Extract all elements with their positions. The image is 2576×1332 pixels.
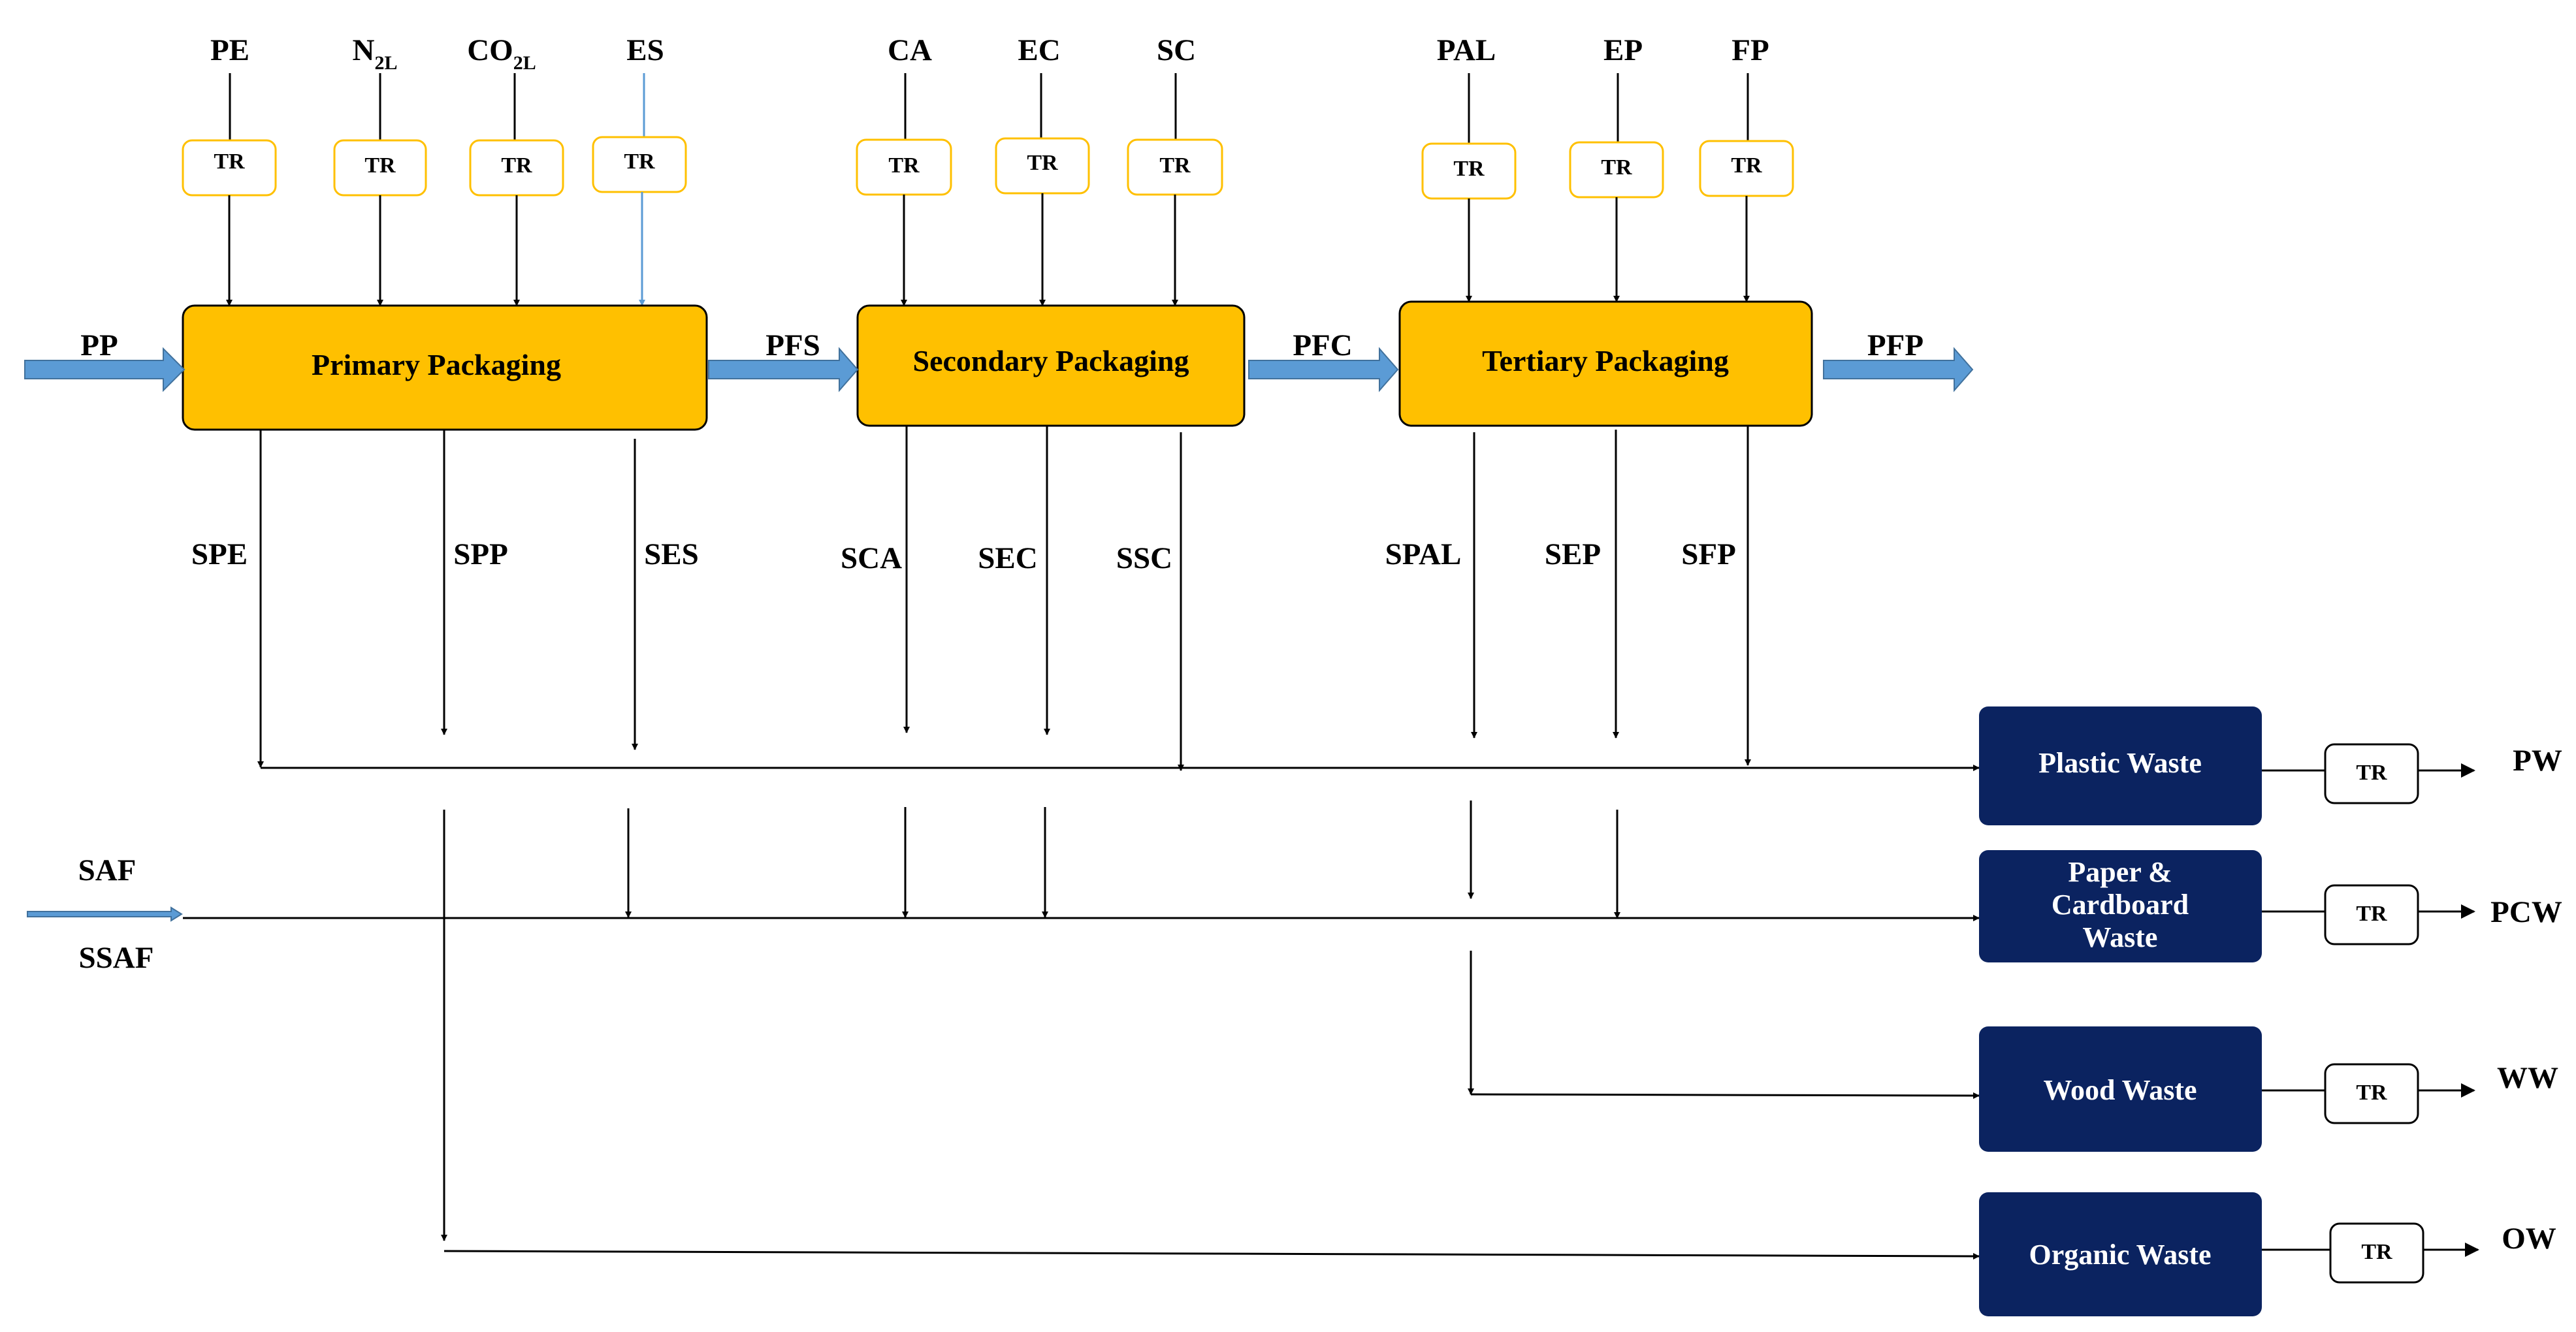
svg-text:Tertiary Packaging: Tertiary Packaging (1482, 344, 1729, 377)
flow-arrow-saf (27, 906, 183, 922)
svg-text:TR: TR (364, 153, 396, 178)
svg-text:TR: TR (214, 150, 245, 174)
svg-text:Paper &: Paper & (2068, 856, 2172, 888)
stream-label-sfp: SFP (1681, 537, 1736, 571)
tr-box-pe: TR (182, 139, 277, 197)
svg-text:Secondary Packaging: Secondary Packaging (913, 344, 1189, 377)
stream-label-sca: SCA (841, 541, 902, 575)
flow-label-pfc: PFC (1293, 328, 1352, 362)
svg-text:TR: TR (1731, 153, 1762, 178)
flow-label-pp: PP (80, 328, 118, 362)
svg-text:Cardboard: Cardboard (2052, 889, 2189, 921)
stream-label-sec: SEC (978, 541, 1037, 575)
tr-box-es: TR (592, 136, 687, 193)
input-label-co2l: CO2L (467, 33, 536, 74)
tr-box-ec: TR (995, 137, 1090, 195)
tr-box-ca: TR (856, 138, 952, 196)
output-label-ww: WW (2497, 1061, 2558, 1095)
stage-secondary-packaging: Secondary Packaging (856, 304, 1246, 427)
waste-box-organic: Organic Waste (1979, 1192, 2262, 1316)
flow-label-ssaf: SSAF (79, 941, 154, 975)
tr-box-co2l: TR (469, 139, 564, 197)
stream-label-ssc: SSC (1116, 541, 1172, 575)
flow-label-saf: SAF (78, 853, 137, 887)
tr-box-out-plastic: TR (2324, 743, 2419, 804)
svg-text:TR: TR (888, 153, 920, 178)
flow-arrow-pfs (708, 347, 859, 392)
tr-box-out-paper: TR (2324, 884, 2419, 945)
input-label-es: ES (626, 33, 664, 67)
svg-text:TR: TR (1027, 151, 1058, 175)
svg-text:Wood Waste: Wood Waste (2043, 1074, 2197, 1106)
input-label-ca: CA (888, 33, 932, 67)
stream-label-spal: SPAL (1385, 537, 1462, 571)
svg-text:TR: TR (2361, 1240, 2392, 1264)
svg-text:Plastic Waste: Plastic Waste (2038, 747, 2202, 779)
collector-organic (443, 1250, 1980, 1260)
tr-box-n2l: TR (333, 139, 427, 197)
svg-text:TR: TR (624, 150, 655, 174)
output-label-pw: PW (2513, 744, 2562, 778)
collector-wood (1470, 1092, 1980, 1099)
flow-label-pfs: PFS (765, 328, 820, 362)
tr-box-out-wood: TR (2324, 1063, 2419, 1124)
input-label-ec: EC (1018, 33, 1060, 67)
stream-label-spe: SPE (191, 537, 248, 571)
stage-tertiary-packaging: Tertiary Packaging (1398, 300, 1813, 427)
svg-text:Primary Packaging: Primary Packaging (312, 348, 561, 381)
input-label-ep: EP (1603, 33, 1643, 67)
tr-box-out-organic: TR (2329, 1222, 2424, 1284)
waste-box-paper-cardboard: Paper & Cardboard Waste (1979, 850, 2262, 962)
input-label-pal: PAL (1437, 33, 1496, 67)
flow-arrow-pfc (1248, 347, 1399, 392)
svg-text:TR: TR (1159, 153, 1191, 178)
svg-text:Organic Waste: Organic Waste (2029, 1239, 2211, 1271)
input-label-n2l: N2L (353, 33, 398, 74)
waste-box-wood: Wood Waste (1979, 1026, 2262, 1152)
stream-label-spp: SPP (453, 537, 508, 571)
tr-box-pal: TR (1421, 142, 1517, 200)
input-label-fp: FP (1731, 33, 1769, 67)
output-label-pcw: PCW (2490, 895, 2562, 929)
svg-text:TR: TR (2356, 1081, 2387, 1105)
flow-arrow-pp (24, 347, 185, 392)
svg-text:TR: TR (2356, 902, 2387, 926)
tr-box-fp: TR (1699, 140, 1794, 197)
tr-box-sc: TR (1127, 138, 1223, 196)
tr-box-ep: TR (1569, 141, 1664, 198)
flow-arrow-pfp (1823, 347, 1974, 392)
stream-label-sep: SEP (1545, 537, 1601, 571)
svg-text:TR: TR (1453, 157, 1485, 181)
stage-primary-packaging: Primary Packaging (182, 304, 708, 431)
stream-label-ses: SES (644, 537, 699, 571)
input-label-pe: PE (210, 33, 250, 67)
input-label-sc: SC (1157, 33, 1196, 67)
svg-text:Waste: Waste (2083, 921, 2158, 953)
svg-text:TR: TR (2356, 761, 2387, 785)
svg-text:TR: TR (1601, 155, 1632, 180)
output-label-ow: OW (2502, 1222, 2556, 1256)
flow-label-pfp: PFP (1867, 328, 1924, 362)
svg-text:TR: TR (501, 153, 532, 178)
waste-box-plastic: Plastic Waste (1979, 706, 2262, 825)
